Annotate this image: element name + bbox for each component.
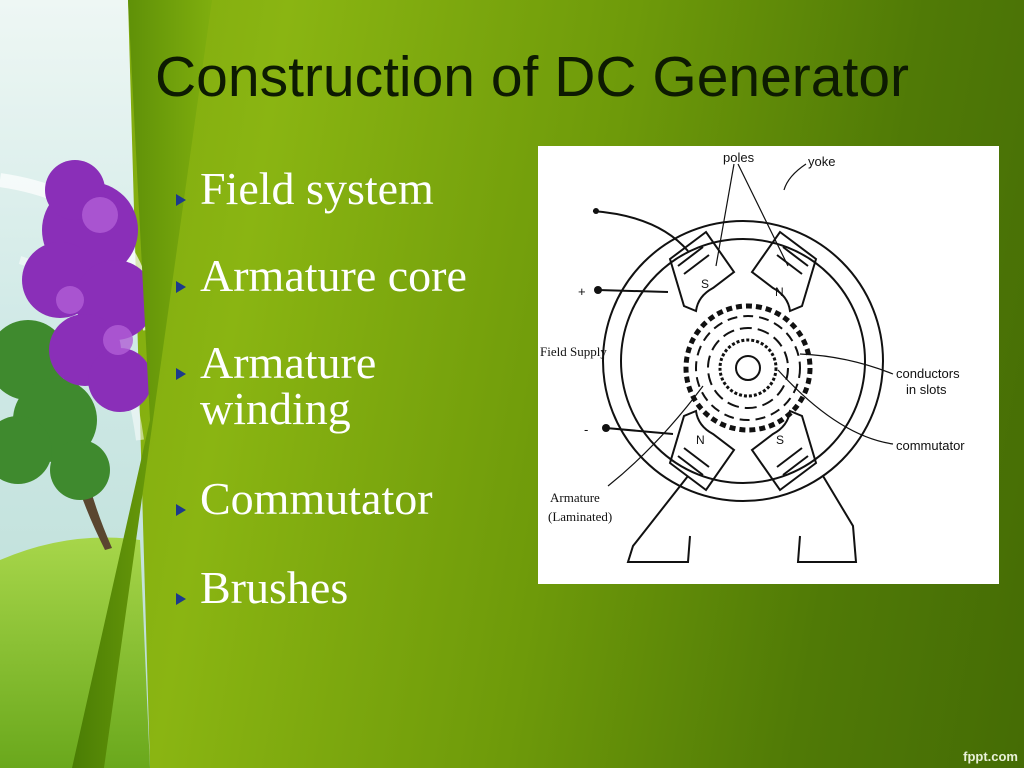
pole-top-left [668, 230, 736, 313]
field-lead-plus [597, 289, 669, 293]
yoke-leader [783, 163, 807, 191]
terminal-minus [602, 424, 610, 432]
tree-foliage-highlight [56, 197, 133, 355]
label-minus: - [584, 422, 588, 437]
armature-slots-ring [683, 303, 813, 433]
conductors-leader [799, 353, 894, 375]
watermark: fppt.com [963, 749, 1018, 764]
pole-top-right [750, 230, 818, 313]
bullet-text: Armature core [200, 250, 467, 301]
pole-letter-bottom-right: S [776, 433, 784, 447]
label-yoke: yoke [808, 154, 835, 169]
generator-drawing: poles yoke Field Supply + - conductors i… [540, 150, 965, 563]
poles-leader [715, 163, 789, 267]
slide-title: Construction of DC Generator [155, 45, 909, 109]
pole-bottom-left [668, 409, 736, 492]
label-armature-line2: (Laminated) [548, 509, 612, 524]
pole-letter-top-right: N [775, 285, 784, 299]
bullet-item: Field system [176, 166, 526, 212]
pole-letter-bottom-left: N [696, 433, 705, 447]
bullet-list: Field system Armature core Armature wind… [176, 160, 526, 611]
terminal-plus [594, 286, 602, 294]
terminal-top [593, 208, 599, 214]
bullet-item: Brushes [176, 565, 526, 611]
bullet-text: Commutator [200, 473, 433, 524]
left-foot [626, 475, 691, 563]
label-conductors-line2: in slots [906, 382, 947, 397]
armature-ring-inner [707, 327, 789, 409]
label-plus: + [578, 284, 586, 299]
pole-letter-top-left: S [701, 277, 709, 291]
tree-foliage-green [0, 320, 110, 500]
armature-leader [607, 385, 704, 487]
bullet-marker-icon [176, 593, 186, 605]
yoke-outer [602, 220, 884, 502]
dc-generator-diagram: poles yoke Field Supply + - conductors i… [538, 146, 999, 584]
commutator-leader [777, 369, 894, 445]
field-lead-top [592, 210, 689, 252]
label-conductors-line1: conductors [896, 366, 960, 381]
bullet-marker-icon [176, 194, 186, 206]
bullet-text: Armature winding [200, 337, 377, 434]
bullet-text: Brushes [200, 562, 349, 613]
field-lead-minus [605, 427, 674, 435]
bullet-marker-icon [176, 281, 186, 293]
bullet-marker-icon [176, 368, 186, 380]
bullet-item: Commutator [176, 476, 526, 522]
right-foot [796, 475, 858, 563]
label-commutator: commutator [896, 438, 965, 453]
bullet-item: Armature core [176, 253, 526, 299]
pole-bottom-right [750, 409, 818, 492]
shaft [735, 355, 761, 381]
armature-core [695, 315, 801, 421]
label-field-supply: Field Supply [540, 344, 607, 359]
diagonal-stripe [72, 0, 212, 768]
bullet-text: Field system [200, 163, 434, 214]
yoke-inner [620, 238, 866, 484]
label-armature-line1: Armature [550, 490, 600, 505]
bullet-item: Armature winding [176, 340, 526, 432]
bullet-marker-icon [176, 504, 186, 516]
commutator-ring [718, 338, 778, 398]
label-poles: poles [723, 150, 755, 165]
